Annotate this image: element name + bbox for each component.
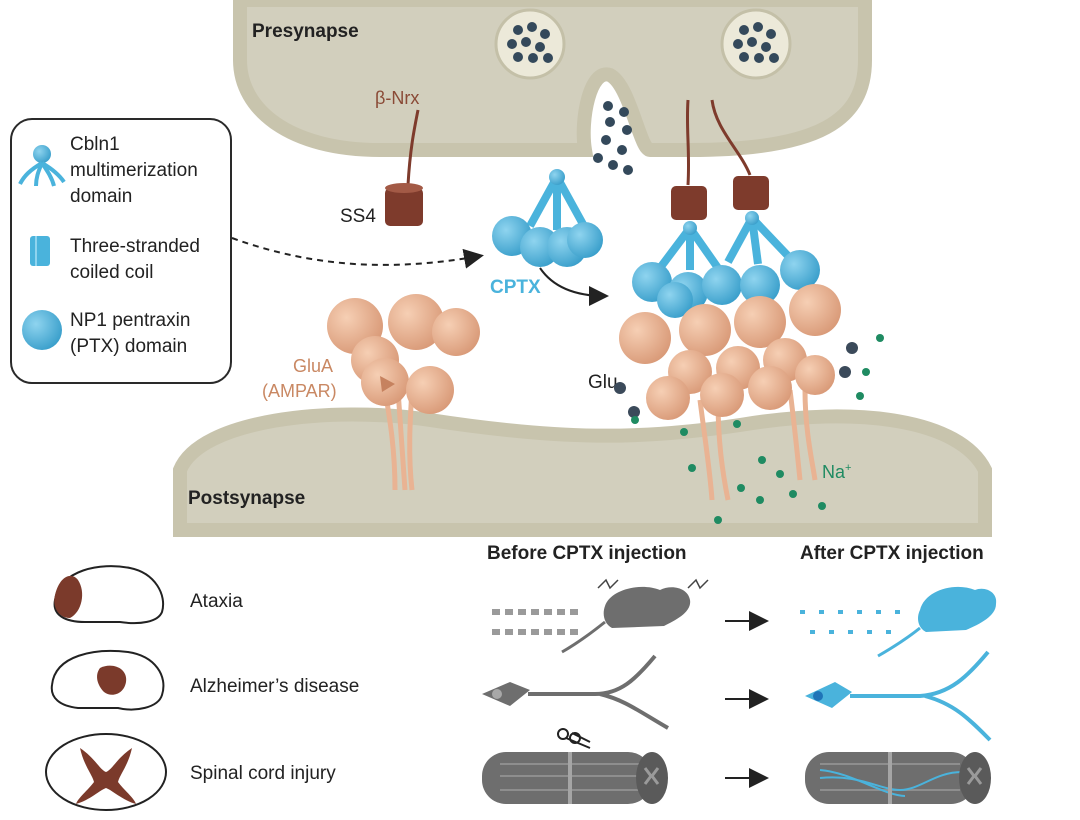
ss4-domain [385, 183, 423, 226]
beta-nrx-label: β-Nrx [375, 88, 419, 108]
legend-item2-line1: Three-stranded [70, 236, 200, 257]
sodium-ions [631, 334, 884, 524]
synaptic-vesicle [494, 8, 566, 80]
row-label-spinal-cord: Spinal cord injury [190, 763, 336, 784]
legend-item1-line1: Cbln1 [70, 134, 120, 155]
sodium-label: Na+ [822, 462, 851, 482]
synaptic-vesicle [720, 8, 792, 80]
injured-spinal-cord-icon [482, 728, 668, 804]
neuron-degenerated-icon [482, 654, 669, 730]
postsynapse-label: Postsynapse [188, 488, 305, 509]
ampar-receptor [327, 294, 480, 491]
postsynaptic-membrane [173, 407, 992, 537]
ampar-label: (AMPAR) [262, 381, 337, 401]
binding-arrow [539, 267, 609, 306]
beta-neurexin-stalk [685, 99, 752, 186]
row-label-alzheimers: Alzheimer’s disease [190, 676, 359, 697]
legend-box: Cbln1 multimerization domain Three-stran… [10, 118, 232, 384]
mouse-ataxic-icon [492, 578, 709, 654]
brain-cerebellum-icon [53, 565, 165, 625]
glutamate-particles [614, 342, 858, 418]
scissors-icon [557, 728, 591, 749]
cptx-molecule [492, 169, 603, 267]
before-header: Before CPTX injection [487, 543, 687, 564]
glu-label: Glu [588, 372, 618, 393]
legend-item1-line2: multimerization [70, 160, 198, 181]
after-header: After CPTX injection [800, 543, 984, 564]
released-glutamate [593, 101, 633, 175]
brain-hippocampus-icon [50, 649, 165, 711]
legend-item2-line2: coiled coil [70, 262, 153, 283]
glua-label: GluA [293, 356, 333, 376]
clustered-ampar [619, 284, 841, 501]
cptx-label: CPTX [490, 277, 541, 298]
row-label-ataxia: Ataxia [190, 591, 243, 612]
bound-cptx-complex [632, 211, 820, 318]
presynapse-label: Presynapse [252, 21, 359, 42]
spinal-cord-cross-section-icon [45, 733, 167, 811]
mouse-healthy-icon [800, 586, 997, 658]
legend-item1-line3: domain [70, 186, 132, 207]
legend-item3-line1: NP1 pentraxin [70, 310, 190, 331]
repaired-spinal-cord-icon [805, 752, 991, 804]
dashed-arrow [231, 237, 484, 269]
neuron-healthy-icon [805, 650, 992, 742]
cbln1-multimerization-icon [18, 145, 66, 187]
ss4-label: SS4 [340, 206, 376, 227]
presynaptic-terminal [233, 0, 872, 175]
beta-neurexin-stalk [406, 109, 420, 186]
pentraxin-domain-icon [22, 310, 62, 350]
ss4-domain [671, 176, 769, 220]
coiled-coil-icon [30, 236, 50, 266]
legend-item3-line2: (PTX) domain [70, 336, 187, 357]
